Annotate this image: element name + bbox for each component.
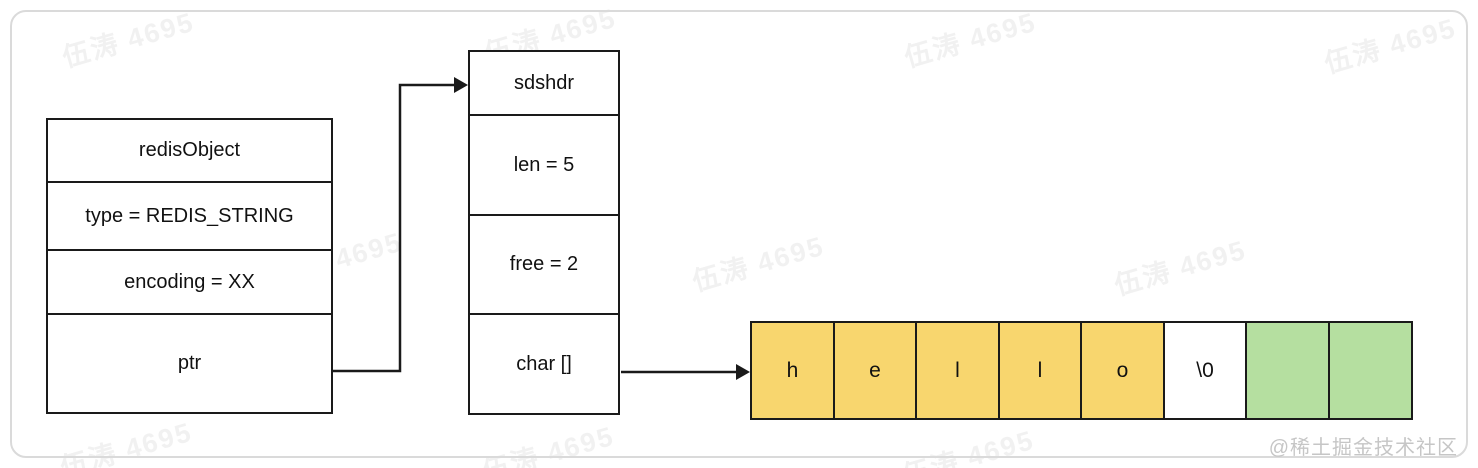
- watermark: 伍涛 4695: [899, 424, 1038, 468]
- char-cell: l: [915, 321, 1000, 420]
- redis-object-type-row: type = REDIS_STRING: [46, 181, 333, 251]
- credit-text: @稀土掘金技术社区: [1268, 437, 1458, 459]
- char-cell: h: [750, 321, 835, 420]
- watermark: 伍涛 4695: [689, 230, 828, 298]
- watermark: 伍涛 4695: [59, 6, 198, 74]
- char-cell: o: [1080, 321, 1165, 420]
- sdshdr-free-row: free = 2: [468, 214, 620, 315]
- watermark: 伍涛 4695: [901, 6, 1040, 74]
- redis-object-box: redisObject type = REDIS_STRING encoding…: [46, 118, 333, 414]
- redis-object-ptr-row: ptr: [46, 313, 333, 414]
- watermark: 伍涛 4695: [1321, 12, 1460, 80]
- redis-object-title: redisObject: [46, 118, 333, 183]
- redis-object-encoding-row: encoding = XX: [46, 249, 333, 315]
- arrow-char-to-buffer: [621, 364, 750, 380]
- char-cell: e: [832, 321, 918, 420]
- watermark: 伍涛 4695: [479, 420, 618, 468]
- sdshdr-len-row: len = 5: [468, 114, 620, 216]
- arrow-ptr-to-sdshdr: [333, 77, 468, 373]
- sdshdr-box: sdshdr len = 5 free = 2 char []: [468, 50, 620, 415]
- char-cell: l: [997, 321, 1083, 420]
- char-cell-free: [1245, 321, 1330, 420]
- char-cell-terminator: \0: [1162, 321, 1248, 420]
- watermark: 伍涛 4695: [1111, 234, 1250, 302]
- sdshdr-char-row: char []: [468, 313, 620, 415]
- char-cell-free: [1327, 321, 1413, 420]
- sdshdr-title: sdshdr: [468, 50, 620, 116]
- watermark: 伍涛 4695: [57, 416, 196, 468]
- char-buffer: h e l l o \0: [750, 321, 1413, 420]
